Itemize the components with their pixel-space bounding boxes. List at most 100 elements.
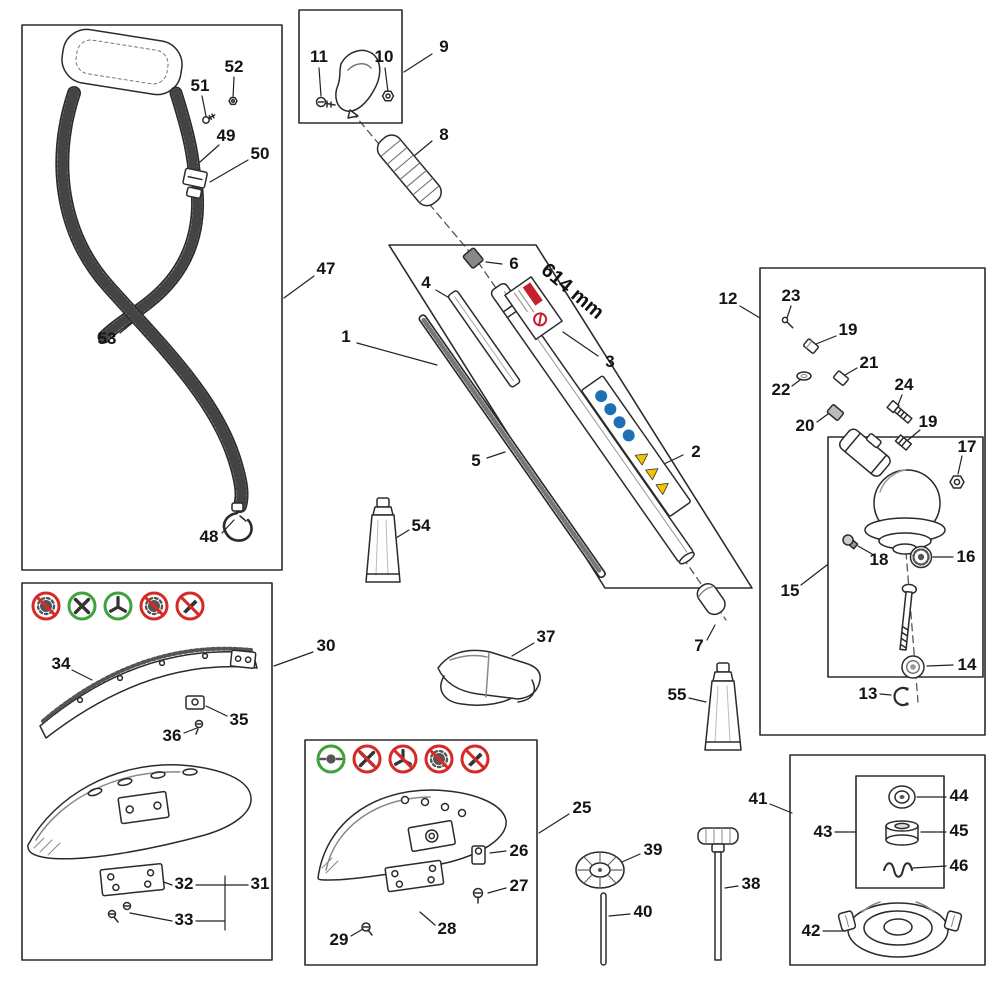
part-label-22: 22 <box>771 380 791 399</box>
circular-saw-blade-prohibited-icon <box>424 744 454 774</box>
part-label-36: 36 <box>162 726 182 745</box>
saw-tooth-blade-prohibited-icon <box>31 591 61 621</box>
part-label-47: 47 <box>316 259 336 278</box>
knife-blade-prohibited-icon <box>175 591 205 621</box>
blade-guard-safety-icons <box>31 591 205 621</box>
part-label-19: 19 <box>918 412 938 431</box>
part-label-18: 18 <box>869 550 889 569</box>
panel-outline-gearhead-inner <box>827 436 984 678</box>
hex-nut-icon <box>949 475 965 489</box>
goggles-illustration <box>437 649 541 706</box>
grease-tube-55 <box>704 662 742 751</box>
harness-buckle <box>182 167 208 199</box>
spring <box>883 862 913 878</box>
cross-blade-prohibited-icon <box>352 744 382 774</box>
part-label-21: 21 <box>859 353 879 372</box>
panel-outline-harness <box>21 24 283 571</box>
circular-saw-blade-prohibited-icon <box>139 591 169 621</box>
part-label-11: 11 <box>310 47 328 66</box>
part-label-34: 34 <box>51 654 71 673</box>
mowing-head-allowed-icon <box>316 744 346 774</box>
part-label-2: 2 <box>691 442 701 461</box>
part-label-48: 48 <box>199 527 219 546</box>
part-label-44: 44 <box>949 786 969 805</box>
drive-tube-illustration: 614 mm <box>418 247 726 616</box>
part-label-5: 5 <box>471 451 481 470</box>
part-label-52: 52 <box>224 57 244 76</box>
harness-screw <box>202 113 216 124</box>
part-label-24: 24 <box>894 375 914 394</box>
harness-illustration <box>55 28 253 542</box>
part-label-8: 8 <box>439 125 449 144</box>
part-label-39: 39 <box>643 840 663 859</box>
part-label-14: 14 <box>957 655 977 674</box>
tools-illustration <box>575 827 739 966</box>
three-point-blade-prohibited-icon <box>388 744 418 774</box>
part-label-13: 13 <box>858 684 878 703</box>
nut-icon <box>381 90 395 102</box>
blade-guard-illustration <box>27 591 258 923</box>
part-label-27: 27 <box>509 876 529 895</box>
part-label-51: 51 <box>190 76 210 95</box>
panel-outline-line-head-guard <box>304 739 538 966</box>
part-label-46: 46 <box>949 856 969 875</box>
line-head-guard-safety-icons <box>316 744 490 774</box>
part-label-20: 20 <box>795 416 815 435</box>
mowing-head-illustration <box>837 785 963 958</box>
throttle-handle-illustration <box>315 49 395 119</box>
part-label-10: 10 <box>374 47 394 66</box>
part-label-1: 1 <box>341 327 351 346</box>
knife-blade-prohibited-icon <box>460 744 490 774</box>
three-point-blade-allowed-icon <box>103 591 133 621</box>
round-file-disc <box>575 851 625 889</box>
small-screw-icon <box>781 316 794 329</box>
part-label-16: 16 <box>956 547 976 566</box>
part-label-55: 55 <box>667 685 687 704</box>
part-label-41: 41 <box>748 789 768 808</box>
part-label-19: 19 <box>838 320 858 339</box>
part-label-29: 29 <box>329 930 349 949</box>
line-head-guard-illustration <box>316 744 507 936</box>
part-label-15: 15 <box>780 581 800 600</box>
part-label-54: 54 <box>411 516 431 535</box>
part-label-23: 23 <box>781 286 801 305</box>
part-label-9: 9 <box>439 37 449 56</box>
harness-nut <box>228 96 238 106</box>
part-label-30: 30 <box>316 636 336 655</box>
part-label-37: 37 <box>536 627 556 646</box>
part-label-38: 38 <box>741 874 761 893</box>
grease-tube-54 <box>365 497 401 583</box>
screw-icon <box>315 96 336 108</box>
part-label-45: 45 <box>949 821 969 840</box>
part-label-35: 35 <box>229 710 249 729</box>
part-label-28: 28 <box>437 919 457 938</box>
part-label-6: 6 <box>509 254 519 273</box>
part-label-12: 12 <box>718 289 738 308</box>
panel-outline-mowing-head <box>789 754 986 966</box>
clamp-bolt-icon <box>886 399 913 424</box>
part-label-50: 50 <box>250 144 270 163</box>
part-label-7: 7 <box>694 636 704 655</box>
part-label-40: 40 <box>633 902 653 921</box>
cross-blade-allowed-icon <box>67 591 97 621</box>
part-label-42: 42 <box>801 921 821 940</box>
panel-outline-throttle <box>298 9 403 124</box>
part-label-25: 25 <box>572 798 592 817</box>
panel-outline-gearhead <box>759 267 986 736</box>
part-label-43: 43 <box>813 822 833 841</box>
panel-outline-blade-guard <box>21 582 273 961</box>
gearhead-illustration <box>781 316 965 707</box>
file-rod <box>600 892 607 966</box>
spool <box>885 820 919 846</box>
grip-illustration <box>376 134 442 207</box>
part-label-32: 32 <box>174 874 194 893</box>
part-label-53: 53 <box>97 329 117 348</box>
part-label-3: 3 <box>605 352 615 371</box>
t-wrench <box>697 827 739 961</box>
part-label-26: 26 <box>509 841 529 860</box>
part-label-49: 49 <box>216 126 236 145</box>
part-label-33: 33 <box>174 910 194 929</box>
part-label-31: 31 <box>250 874 270 893</box>
